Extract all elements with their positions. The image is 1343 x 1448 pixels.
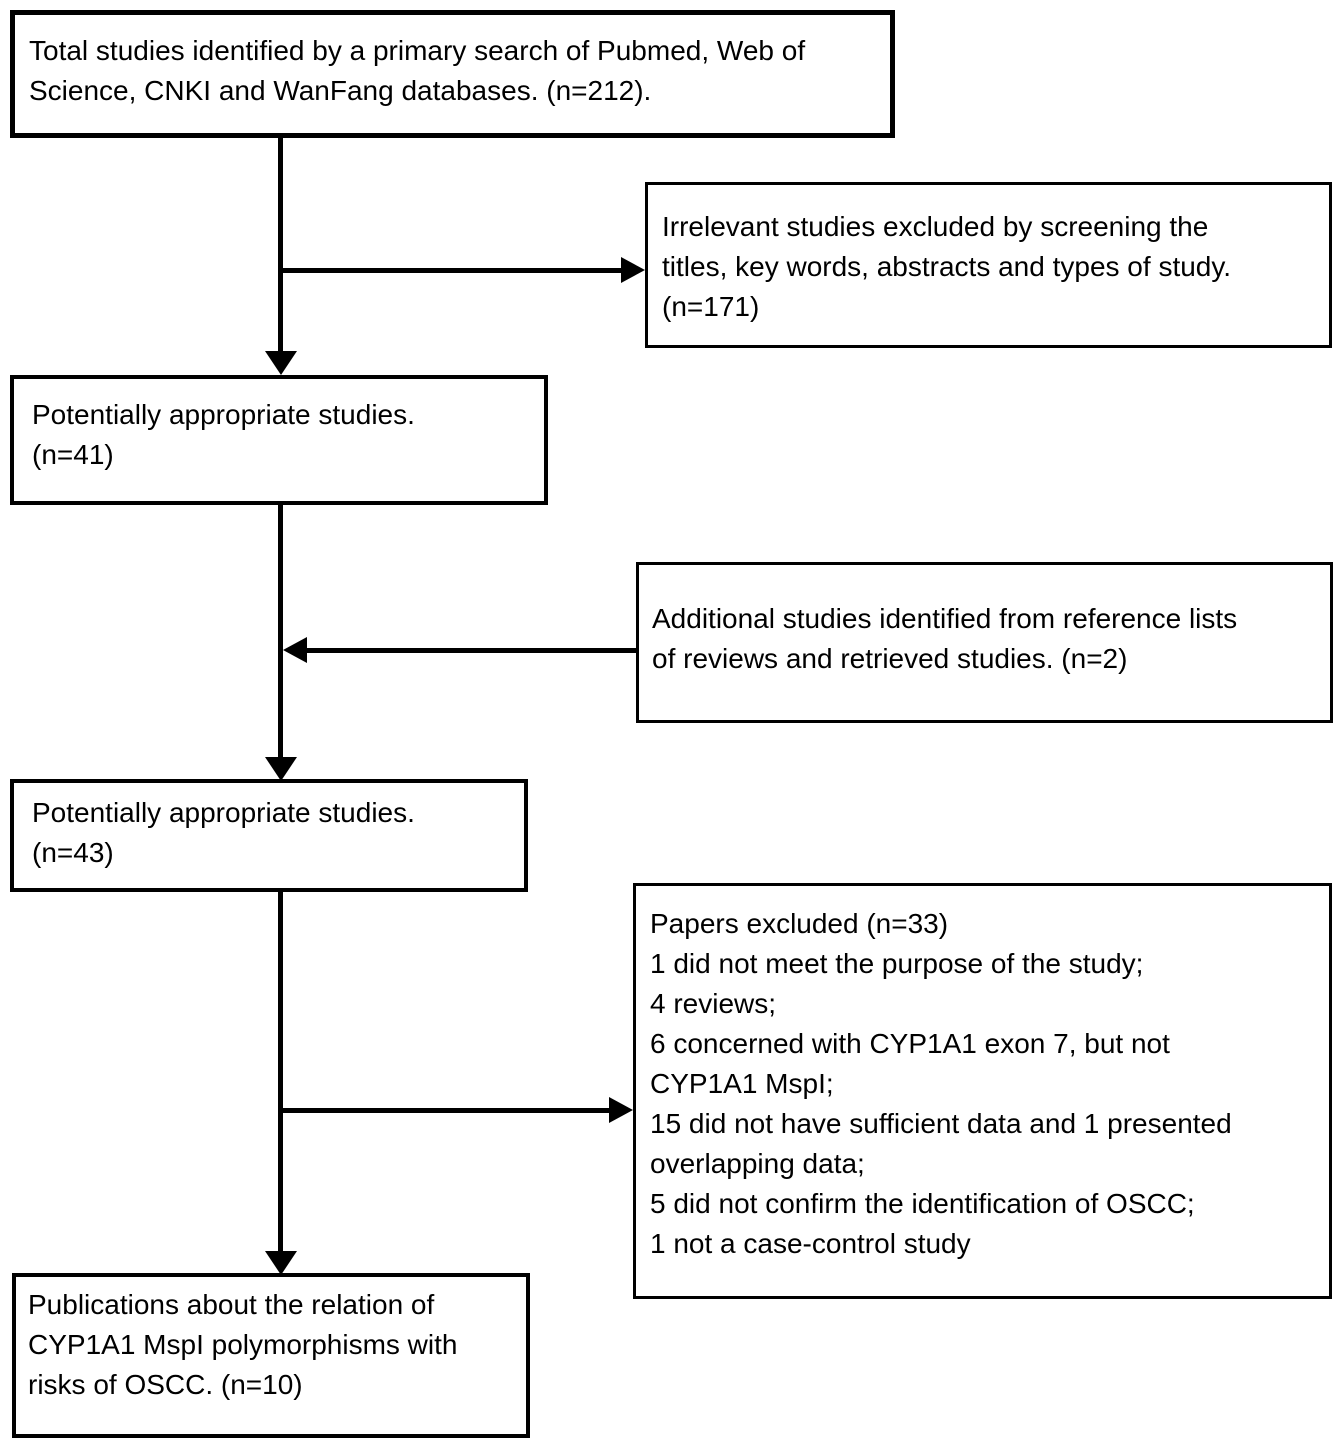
flow-box-irrelevant-excluded: Irrelevant studies excluded by screening… bbox=[645, 182, 1332, 348]
flow-box-irrelevant-excluded-text: Irrelevant studies excluded by screening… bbox=[662, 211, 1232, 323]
connector-spine-total-to-app41 bbox=[278, 138, 283, 353]
connector-spine-app41-to-app43 bbox=[278, 505, 283, 757]
connector-spine-app43-to-final bbox=[278, 892, 283, 1251]
arrowhead-down-to-appropriate-41-icon bbox=[265, 351, 297, 375]
arrowhead-right-to-irrelevant-excluded-icon bbox=[621, 257, 645, 283]
arrowhead-right-to-papers-excluded-icon bbox=[609, 1097, 633, 1123]
arrowhead-down-to-appropriate-43-icon bbox=[265, 757, 297, 781]
flow-box-additional-studies: Additional studies identified from refer… bbox=[636, 562, 1333, 723]
flow-box-total-identified-text: Total studies identified by a primary se… bbox=[29, 35, 806, 107]
flow-box-final-publications: Publications about the relation of CYP1A… bbox=[12, 1273, 530, 1438]
flow-box-final-publications-text: Publications about the relation of CYP1A… bbox=[28, 1289, 458, 1401]
flow-box-papers-excluded-text: Papers excluded (n=33) 1 did not meet th… bbox=[650, 908, 1232, 1260]
flow-box-additional-studies-text: Additional studies identified from refer… bbox=[652, 603, 1238, 675]
connector-branch-to-papers-excluded bbox=[278, 1108, 609, 1113]
flow-box-total-identified: Total studies identified by a primary se… bbox=[10, 10, 895, 138]
flow-box-papers-excluded: Papers excluded (n=33) 1 did not meet th… bbox=[633, 883, 1332, 1299]
flow-box-potentially-appropriate-41: Potentially appropriate studies. (n=41) bbox=[10, 375, 548, 505]
connector-branch-from-additional-studies bbox=[307, 648, 636, 653]
connector-branch-to-irrelevant-excluded bbox=[278, 268, 621, 273]
arrowhead-down-to-final-publications-icon bbox=[265, 1251, 297, 1275]
flow-box-potentially-appropriate-43: Potentially appropriate studies. (n=43) bbox=[10, 779, 528, 892]
flow-box-potentially-appropriate-43-text: Potentially appropriate studies. (n=43) bbox=[32, 797, 415, 869]
arrowhead-left-from-additional-studies-icon bbox=[283, 637, 307, 663]
flow-box-potentially-appropriate-41-text: Potentially appropriate studies. (n=41) bbox=[32, 399, 415, 471]
